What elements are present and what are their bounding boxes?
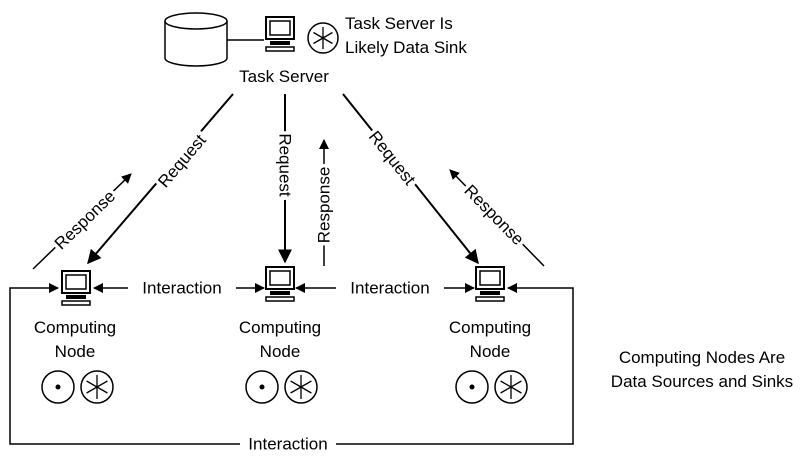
computer-icon <box>265 266 295 302</box>
request-label-left: Request <box>154 131 210 192</box>
server-note-line-2: Likely Data Sink <box>345 38 467 57</box>
node-interactions: Interaction Interaction <box>93 279 475 298</box>
server-sink-icon <box>307 22 339 54</box>
task-server: Task Server Is Likely Data Sink Task Ser… <box>164 12 467 86</box>
computer-icon <box>475 266 505 302</box>
response-label-center: Response <box>315 167 334 244</box>
interaction-label-outer: Interaction <box>248 435 327 454</box>
request-label-right: Request <box>365 127 419 189</box>
node-label-line-2: Node <box>55 342 96 361</box>
response-arrow-right <box>449 169 545 267</box>
nodes-note-line-1: Computing Nodes Are <box>619 348 785 367</box>
server-computer-icon <box>265 16 295 52</box>
node-label-line-2: Node <box>260 342 301 361</box>
computing-node-2: Computing Node <box>239 266 321 404</box>
server-note-line-1: Task Server Is <box>345 14 453 33</box>
dot-source-icon <box>41 370 75 404</box>
request-arrow-right <box>342 93 479 265</box>
node-label-line-1: Computing <box>239 318 321 337</box>
loop-line-right <box>336 283 574 445</box>
nodes-note-line-2: Data Sources and Sinks <box>611 372 793 391</box>
dot-source-icon <box>455 370 489 404</box>
request-arrow-left <box>87 93 234 265</box>
asterisk-sink-icon <box>80 370 114 404</box>
computing-node-3: Computing Node <box>449 266 531 404</box>
node-label-line-1: Computing <box>449 318 531 337</box>
node-label-line-1: Computing <box>34 318 116 337</box>
interaction-label-2: Interaction <box>350 279 429 298</box>
response-arrow-left <box>32 173 132 270</box>
response-label-right: Response <box>460 181 527 249</box>
dot-source-icon <box>245 370 279 404</box>
request-links: Request Request Request <box>87 93 479 265</box>
request-label-center: Request <box>276 133 295 197</box>
interaction-label-1: Interaction <box>142 279 221 298</box>
loop-line-left <box>9 283 240 445</box>
response-label-left: Response <box>51 187 119 254</box>
asterisk-sink-icon <box>284 370 318 404</box>
computer-icon <box>61 270 91 306</box>
computing-node-1: Computing Node <box>34 270 116 404</box>
asterisk-sink-icon <box>494 370 528 404</box>
node-label-line-2: Node <box>470 342 511 361</box>
server-label: Task Server <box>239 67 329 86</box>
database-cylinder-icon <box>164 12 228 67</box>
outer-interaction-loop: Interaction <box>9 283 574 454</box>
